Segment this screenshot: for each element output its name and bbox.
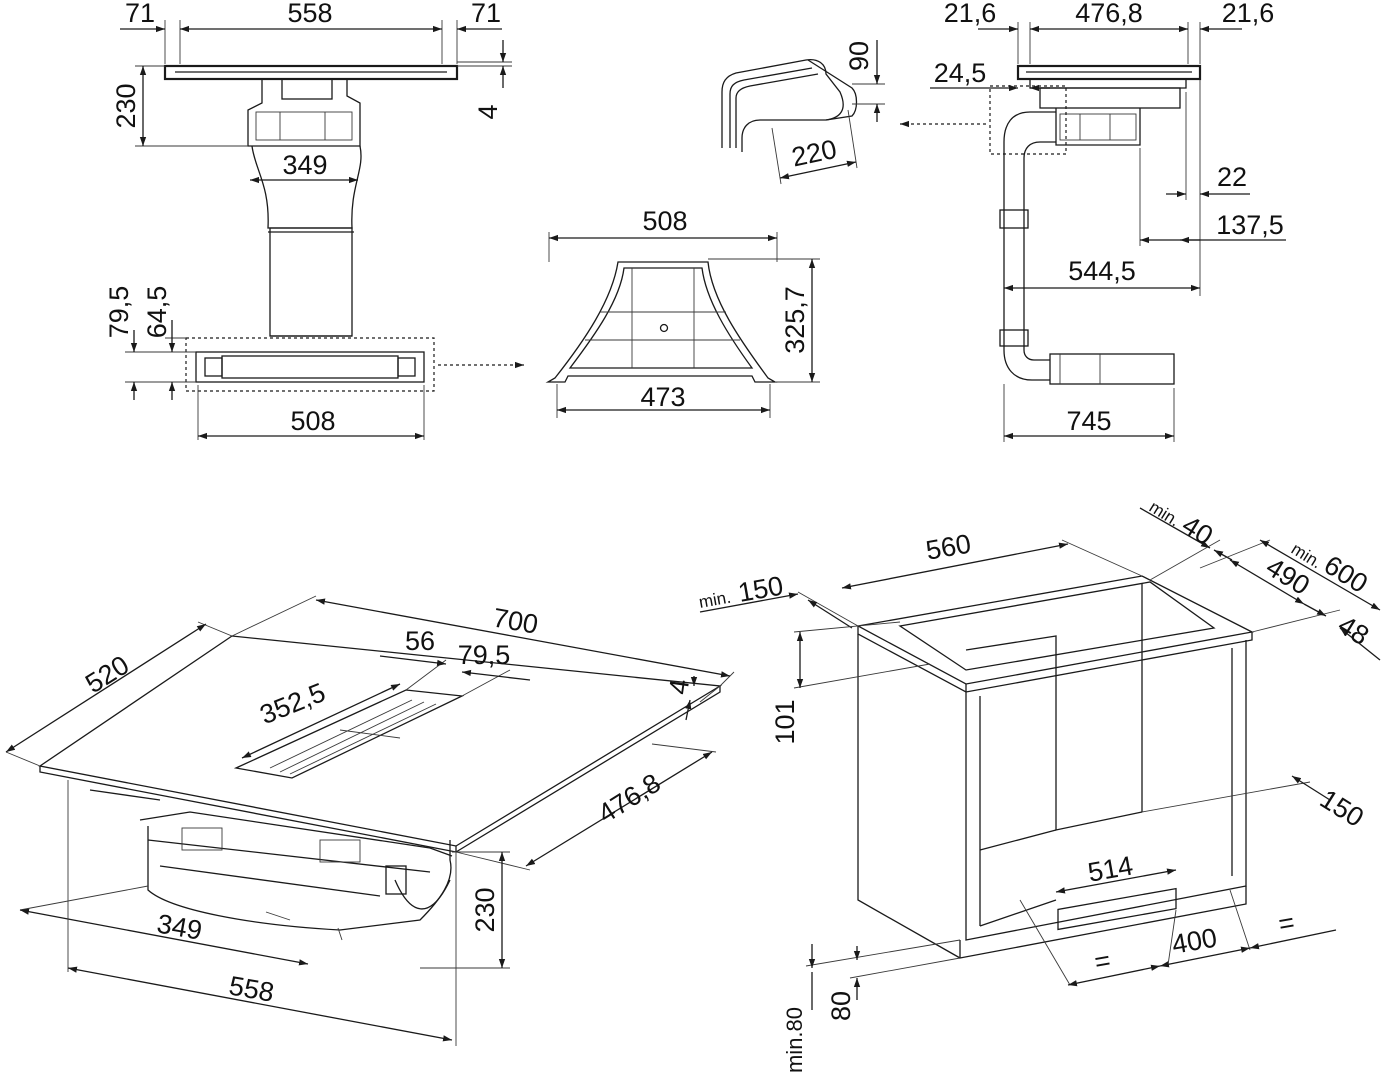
cab-dim-560: 560 bbox=[924, 528, 974, 565]
plinth-box-front bbox=[195, 351, 425, 383]
hob-glass-side bbox=[1016, 64, 1202, 81]
hob-dim-79: 79,5 bbox=[458, 640, 511, 670]
dim-left-margin: 71 bbox=[125, 0, 155, 28]
cab-dim-400: 400 bbox=[1170, 922, 1220, 959]
elbow-dim-height: 90 bbox=[844, 41, 874, 71]
dim-glass: 4 bbox=[473, 104, 503, 119]
diffuser-dim-top: 508 bbox=[642, 206, 687, 236]
front-view: 71 558 71 230 4 349 79,5 64,5 508 bbox=[104, 0, 524, 440]
diffuser-dim-height: 325,7 bbox=[780, 286, 810, 354]
plinth-box-side bbox=[1049, 353, 1175, 385]
side-dim-center: 476,8 bbox=[1075, 0, 1143, 28]
plinth-vent bbox=[1057, 887, 1177, 931]
hob-dim-56: 56 bbox=[405, 626, 435, 656]
cab-dim-80: 80 bbox=[826, 991, 856, 1021]
dim-a: 79,5 bbox=[104, 286, 134, 339]
elbow-duct bbox=[721, 58, 844, 152]
cab-dim-eq-left: = bbox=[1092, 945, 1113, 977]
side-dim-offset: 24,5 bbox=[934, 58, 987, 88]
duct-side bbox=[1003, 111, 1056, 381]
dim-b: 64,5 bbox=[142, 286, 172, 339]
cab-dim-min600: 600 bbox=[1319, 550, 1373, 599]
cab-dim-min150-prefix: min. bbox=[697, 588, 732, 612]
side-dim-right: 21,6 bbox=[1222, 0, 1275, 28]
side-dim-137: 137,5 bbox=[1216, 210, 1284, 240]
motor-unit-iso bbox=[147, 826, 452, 931]
cab-dim-eq-right: = bbox=[1276, 907, 1297, 939]
diffuser-view: 508 473 325,7 bbox=[545, 206, 820, 418]
cabinet-isometric: 560 min. 150 min. 40 490 min. 600 48 101… bbox=[697, 497, 1381, 1073]
diffuser-dim-bottom: 473 bbox=[640, 382, 685, 412]
cab-dim-min150: 150 bbox=[736, 571, 786, 608]
side-dim-544: 544,5 bbox=[1068, 256, 1136, 286]
side-dim-745: 745 bbox=[1066, 406, 1111, 436]
diffuser-body bbox=[545, 261, 778, 383]
hob-dim-558: 558 bbox=[227, 970, 277, 1007]
side-dim-22: 22 bbox=[1217, 162, 1247, 192]
dim-height: 230 bbox=[111, 83, 141, 128]
worktop bbox=[856, 575, 1255, 685]
motor-housing-front bbox=[247, 79, 361, 147]
cab-dim-min80: min.80 bbox=[782, 1007, 807, 1073]
dim-right-margin: 71 bbox=[471, 0, 501, 28]
hob-dim-476: 476,8 bbox=[593, 768, 666, 829]
side-view: 21,6 476,8 21,6 24,5 22 137,5 544,5 745 bbox=[900, 0, 1286, 442]
dim-base: 508 bbox=[290, 406, 335, 436]
hob-dim-width: 700 bbox=[491, 602, 541, 639]
hob-dim-349: 349 bbox=[155, 908, 205, 945]
hob-dim-230: 230 bbox=[470, 887, 500, 932]
dim-width: 558 bbox=[287, 0, 332, 28]
cab-dim-514: 514 bbox=[1086, 850, 1136, 887]
cab-dim-min40-prefix: min. bbox=[1146, 497, 1183, 530]
offset-outline-dashed bbox=[989, 85, 1067, 155]
duct-front bbox=[269, 227, 353, 337]
elbow-view: 90 220 bbox=[721, 40, 885, 185]
motor-unit-side bbox=[1055, 108, 1141, 146]
hob-isometric: 520 700 56 79,5 352,5 4 476,8 349 230 55… bbox=[5, 595, 735, 1046]
cab-dim-150: 150 bbox=[1315, 784, 1369, 833]
cab-dim-48: 48 bbox=[1333, 610, 1374, 651]
hob-cutout bbox=[898, 581, 1216, 671]
side-dim-left: 21,6 bbox=[944, 0, 997, 28]
hob-dim-glass: 4 bbox=[663, 677, 695, 696]
cab-dim-101: 101 bbox=[770, 699, 800, 744]
hob-dim-depth: 520 bbox=[80, 650, 134, 699]
plinth-outline-dashed bbox=[185, 337, 435, 392]
dim-duct: 349 bbox=[282, 150, 327, 180]
